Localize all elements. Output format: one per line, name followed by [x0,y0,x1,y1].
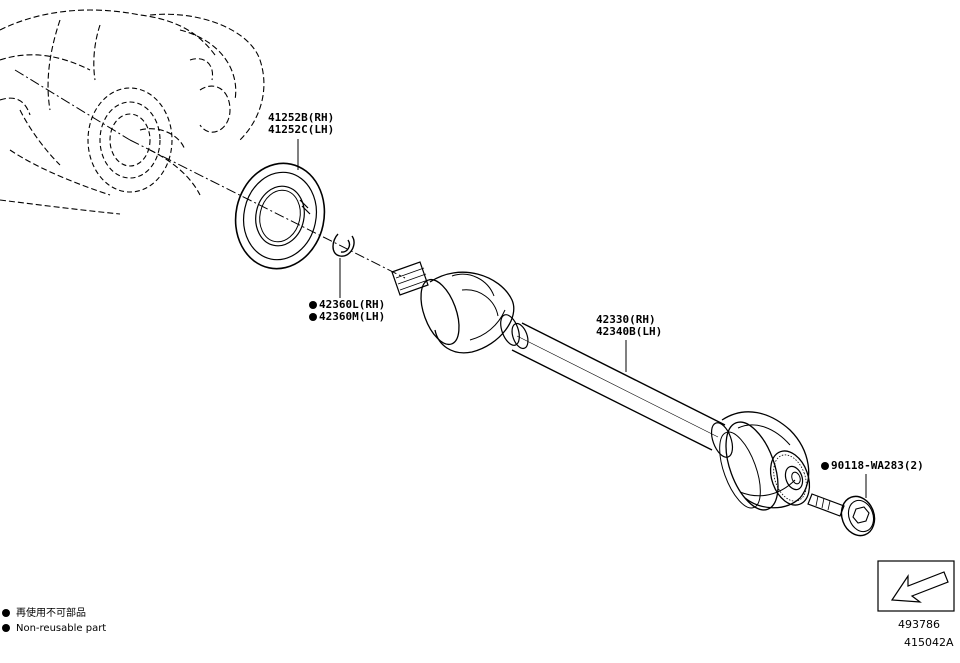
non-reusable-marker-icon [2,624,10,632]
non-reusable-marker-icon [2,609,10,617]
drive-shaft-label: 42330(RH) 42340B(LH) [596,314,662,338]
figure-number: 493786 [898,618,940,631]
non-reusable-marker-icon [309,313,317,321]
oil-seal [234,162,326,270]
drive-shaft [391,261,811,511]
legend-english-text: Non-reusable part [16,623,107,634]
snap-ring-part-rh: 42360L(RH) [319,298,386,311]
bolt [807,493,876,537]
legend-japanese-text: 再使用不可部品 [16,608,86,619]
bolt-part-number: 90118-WA283(2) [831,459,924,472]
legend-row-japanese: 再使用不可部品 [2,606,106,621]
oil-seal-part-rh: 41252B(RH) [268,111,335,124]
housing-port [87,87,173,193]
legend: 再使用不可部品 Non-reusable part [2,606,106,636]
snap-ring-part-lh: 42360M(LH) [319,310,386,323]
drive-shaft-part-lh: 42340B(LH) [596,325,663,338]
non-reusable-marker-icon [309,301,317,309]
assembly-axis [14,69,406,279]
snap-ring [332,233,355,257]
oil-seal-part-lh: 41252C(LH) [268,123,335,136]
snap-ring-label: 42360L(RH) 42360M(LH) [309,299,385,323]
drive-shaft-part-rh: 42330(RH) [596,313,656,326]
illustration-code: 415042A [904,636,954,649]
oil-seal-label: 41252B(RH) 41252C(LH) [268,112,334,136]
legend-row-english: Non-reusable part [2,621,106,636]
direction-indicator-icon [877,560,955,612]
bolt-label: 90118-WA283(2) [821,460,924,472]
differential-housing [0,9,265,215]
non-reusable-marker-icon [821,462,829,470]
